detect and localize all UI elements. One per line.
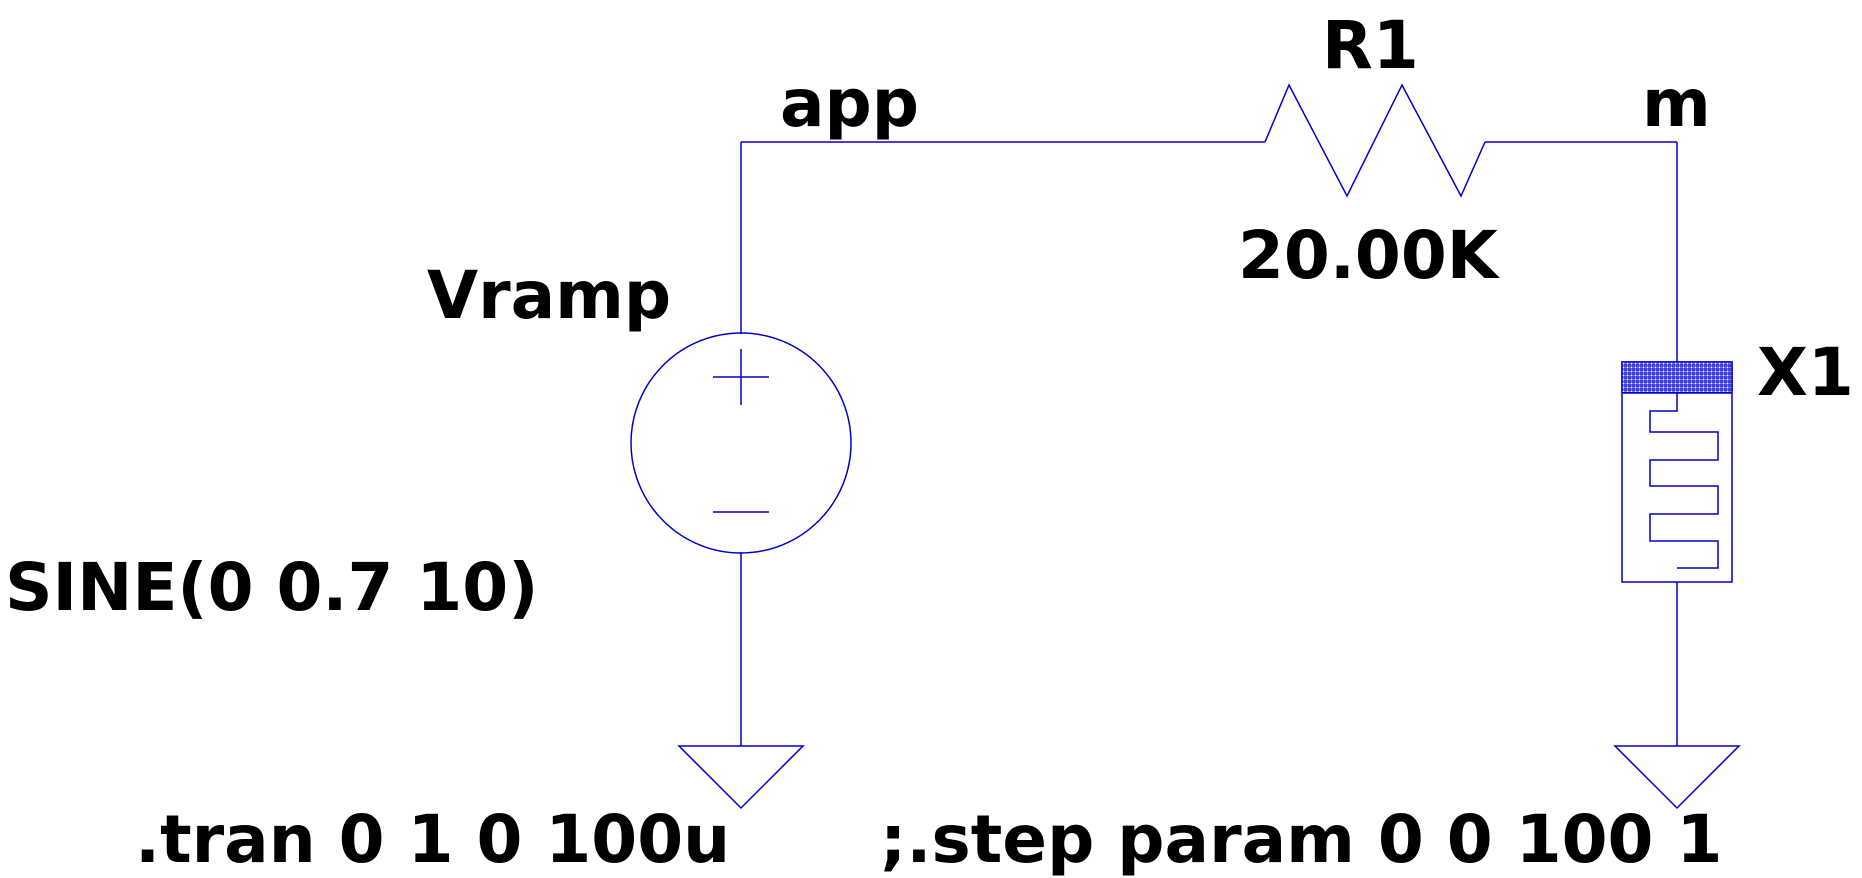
device-x1-symbol[interactable] [1621,361,1733,583]
device-x1-hatched-cap [1621,361,1733,394]
wires [740,141,1678,746]
device-name-label: X1 [1757,334,1854,411]
net-label-m: m [1642,65,1711,142]
plus-icon [713,349,769,405]
resistor-value-label: 20.00K [1238,217,1501,294]
source-value-label: SINE(0 0.7 10) [5,549,538,626]
tran-directive[interactable]: .tran 0 1 0 100u [135,801,730,878]
resistor-name-label: R1 [1322,7,1419,84]
step-directive[interactable]: ;.step param 0 0 100 1 [880,801,1722,878]
resistor-r1-symbol[interactable] [1264,83,1486,198]
ground-symbol-right [1613,745,1741,810]
net-label-app: app [780,65,919,142]
source-name-label: Vramp [427,257,671,334]
voltage-source-symbol[interactable] [630,332,852,554]
device-x1-meander [1649,393,1719,569]
ground-symbol-left [677,745,805,810]
